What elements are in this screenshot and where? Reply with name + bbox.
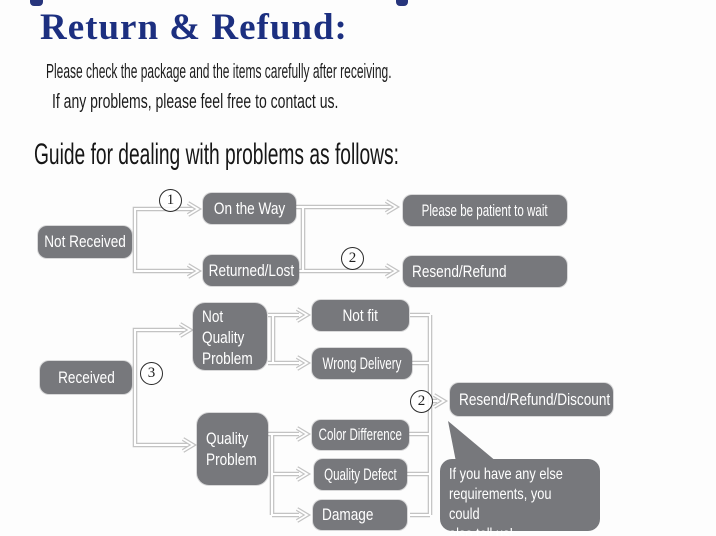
flow-node-resend-refund-discount: Resend/Refund/Discount [450, 383, 613, 416]
speech-bubble-tail [448, 421, 497, 467]
cropped-text-artifact [396, 0, 408, 6]
speech-bubble: If you have any else requirements, you c… [440, 459, 600, 536]
flow-node-wrong-delivery: Wrong Delivery [312, 348, 412, 379]
intro-line-1: Please check the package and the items c… [46, 61, 392, 83]
cropped-text-artifact [30, 0, 43, 6]
flow-node-damage: Damage [313, 500, 407, 530]
step-marker-1: 1 [159, 189, 182, 212]
flow-node-quality-defect: Quality Defect [314, 459, 407, 490]
flow-node-not-quality-problem: Not Quality Problem [193, 303, 267, 370]
flow-node-color-difference: Color Difference [312, 420, 409, 450]
page-title: Return & Refund: [40, 7, 348, 48]
flow-node-not-fit: Not fit [312, 300, 409, 331]
step-marker-2-top: 2 [341, 247, 364, 270]
flow-node-please-be-patient: Please be patient to wait [403, 195, 567, 226]
flow-node-quality-problem: Quality Problem [197, 413, 268, 485]
flow-node-not-received: Not Received [38, 226, 132, 258]
step-marker-2-bottom: 2 [410, 390, 433, 413]
flow-node-returned-lost: Returned/Lost [203, 255, 299, 286]
intro-line-2: If any problems, please feel free to con… [52, 91, 339, 113]
flow-node-received: Received [40, 361, 132, 394]
flow-node-resend-refund: Resend/Refund [403, 256, 567, 287]
step-marker-3: 3 [140, 362, 163, 385]
guide-heading: Guide for dealing with problems as follo… [34, 138, 399, 171]
flow-node-on-the-way: On the Way [203, 193, 296, 224]
